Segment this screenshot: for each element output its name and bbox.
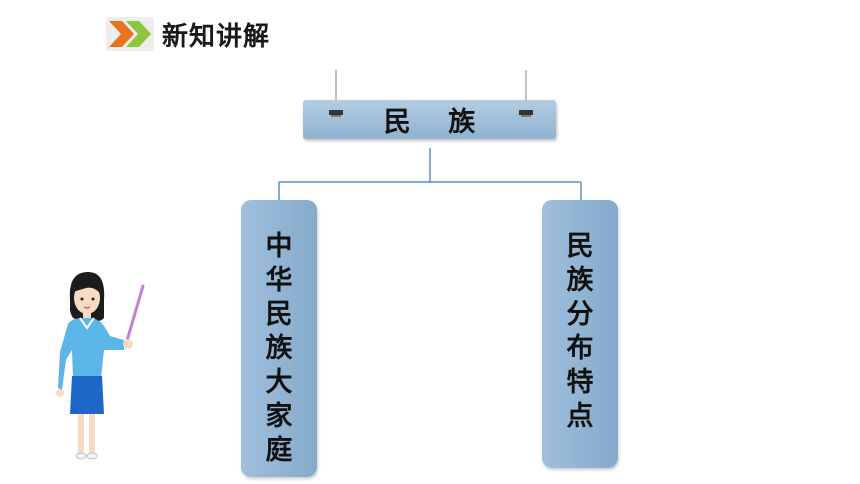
section-header: 新知讲解	[106, 14, 270, 54]
branch-node-label: 民族分布特点	[566, 231, 594, 432]
root-node-label: 民 族	[383, 107, 490, 138]
pin-icon	[329, 110, 343, 117]
root-node: 民 族	[303, 100, 556, 139]
branch-node-chinese-nation: 中华民族大家庭	[241, 200, 317, 477]
pin-icon	[519, 110, 533, 117]
branch-node-distribution: 民族分布特点	[542, 200, 618, 468]
branch-node-label: 中华民族大家庭	[265, 231, 293, 466]
header-title: 新知讲解	[162, 21, 271, 52]
double-chevron-icon	[106, 17, 154, 51]
